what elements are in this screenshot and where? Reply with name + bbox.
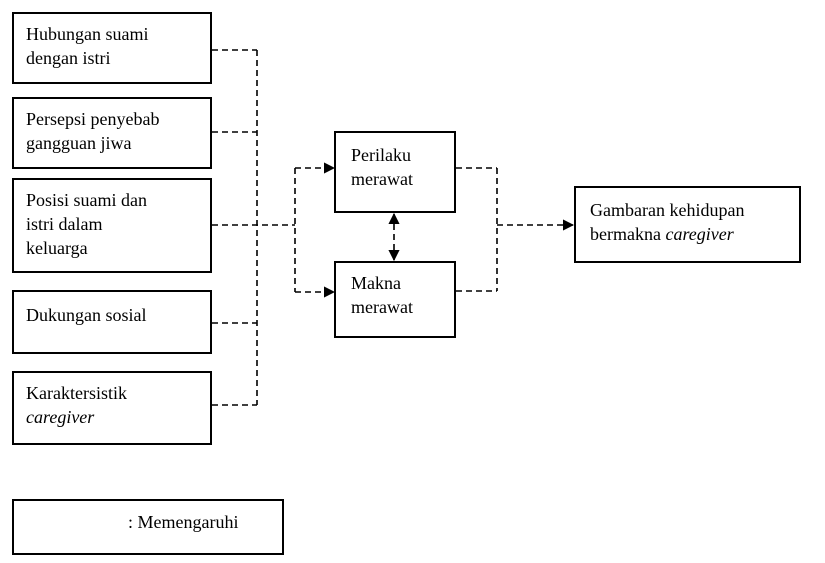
outcome-line2-italic: caregiver [665,224,734,244]
perilaku-line1: Perilaku [351,145,411,165]
box-perilaku-merawat: Perilaku merawat [334,131,456,213]
outcome-line1: Gambaran kehidupan [590,200,745,220]
factor-karakteristik-line2: caregiver [26,407,95,427]
factor-posisi-line2: istri dalam [26,214,103,234]
outcome-line2: bermakna caregiver [590,222,791,246]
legend-box [12,499,284,555]
factor-posisi-line1: Posisi suami dan [26,190,148,210]
box-gambaran-kehidupan: Gambaran kehidupan bermakna caregiver [574,186,801,263]
outcome-line2-prefix: bermakna [590,224,666,244]
factor-hubungan-line2: dengan istri [26,48,111,68]
factor-dukungan-line1: Dukungan sosial [26,305,147,325]
factor-karakteristik-line1: Karaktersistik [26,383,127,403]
factor-posisi: Posisi suami dan istri dalam keluarga [12,178,212,273]
factor-hubungan-line1: Hubungan suami [26,24,149,44]
factor-persepsi-line2: gangguan jiwa [26,133,132,153]
factor-karakteristik: Karaktersistik caregiver [12,371,212,445]
factor-hubungan: Hubungan suami dengan istri [12,12,212,84]
factor-dukungan: Dukungan sosial [12,290,212,354]
perilaku-line2: merawat [351,169,413,189]
factor-persepsi: Persepsi penyebab gangguan jiwa [12,97,212,169]
makna-line1: Makna [351,273,401,293]
legend-label: : Memengaruhi [128,512,239,532]
factor-posisi-line3: keluarga [26,238,88,258]
box-makna-merawat: Makna merawat [334,261,456,338]
makna-line2: merawat [351,297,413,317]
factor-persepsi-line1: Persepsi penyebab [26,109,160,129]
